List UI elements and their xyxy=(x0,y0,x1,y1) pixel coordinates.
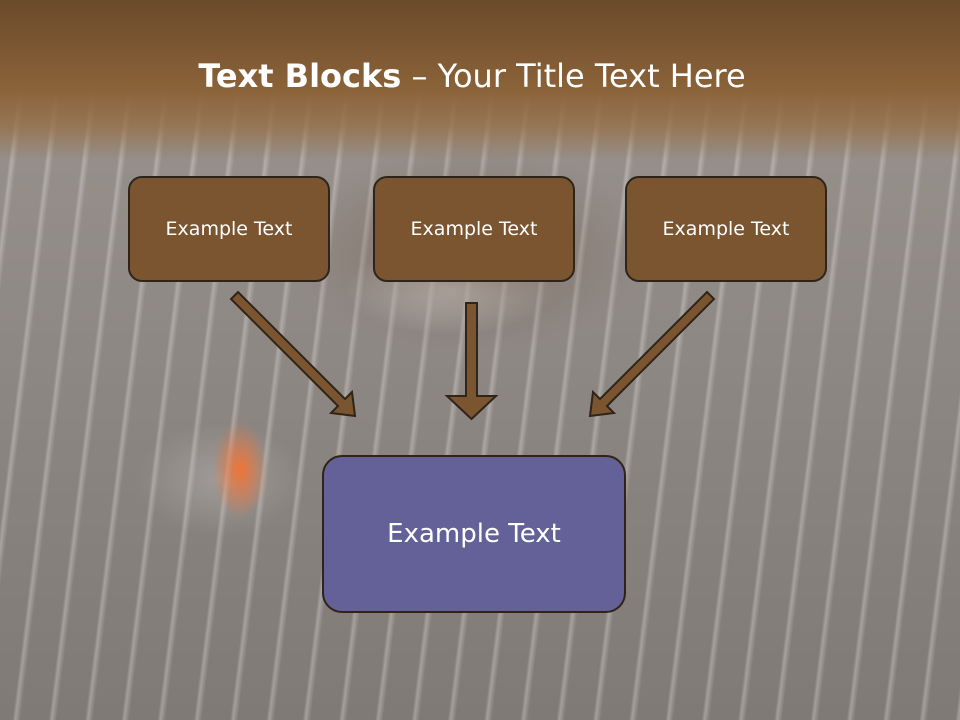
text-block-2-label: Example Text xyxy=(410,218,538,240)
title-dash: – xyxy=(401,57,438,95)
summary-block[interactable]: Example Text xyxy=(322,455,626,613)
arrow-center xyxy=(444,302,499,421)
slide-title: Text Blocks – Your Title Text Here xyxy=(0,54,944,98)
title-rest: Your Title Text Here xyxy=(437,57,746,95)
text-block-1-label: Example Text xyxy=(165,218,293,240)
text-block-2[interactable]: Example Text xyxy=(373,176,575,282)
arrow-right xyxy=(588,290,716,418)
arrow-left xyxy=(229,290,357,418)
text-block-3[interactable]: Example Text xyxy=(625,176,827,282)
text-block-1[interactable]: Example Text xyxy=(128,176,330,282)
summary-block-label: Example Text xyxy=(387,519,561,549)
title-bold: Text Blocks xyxy=(198,57,402,95)
text-block-3-label: Example Text xyxy=(662,218,790,240)
title-banner xyxy=(0,0,960,160)
